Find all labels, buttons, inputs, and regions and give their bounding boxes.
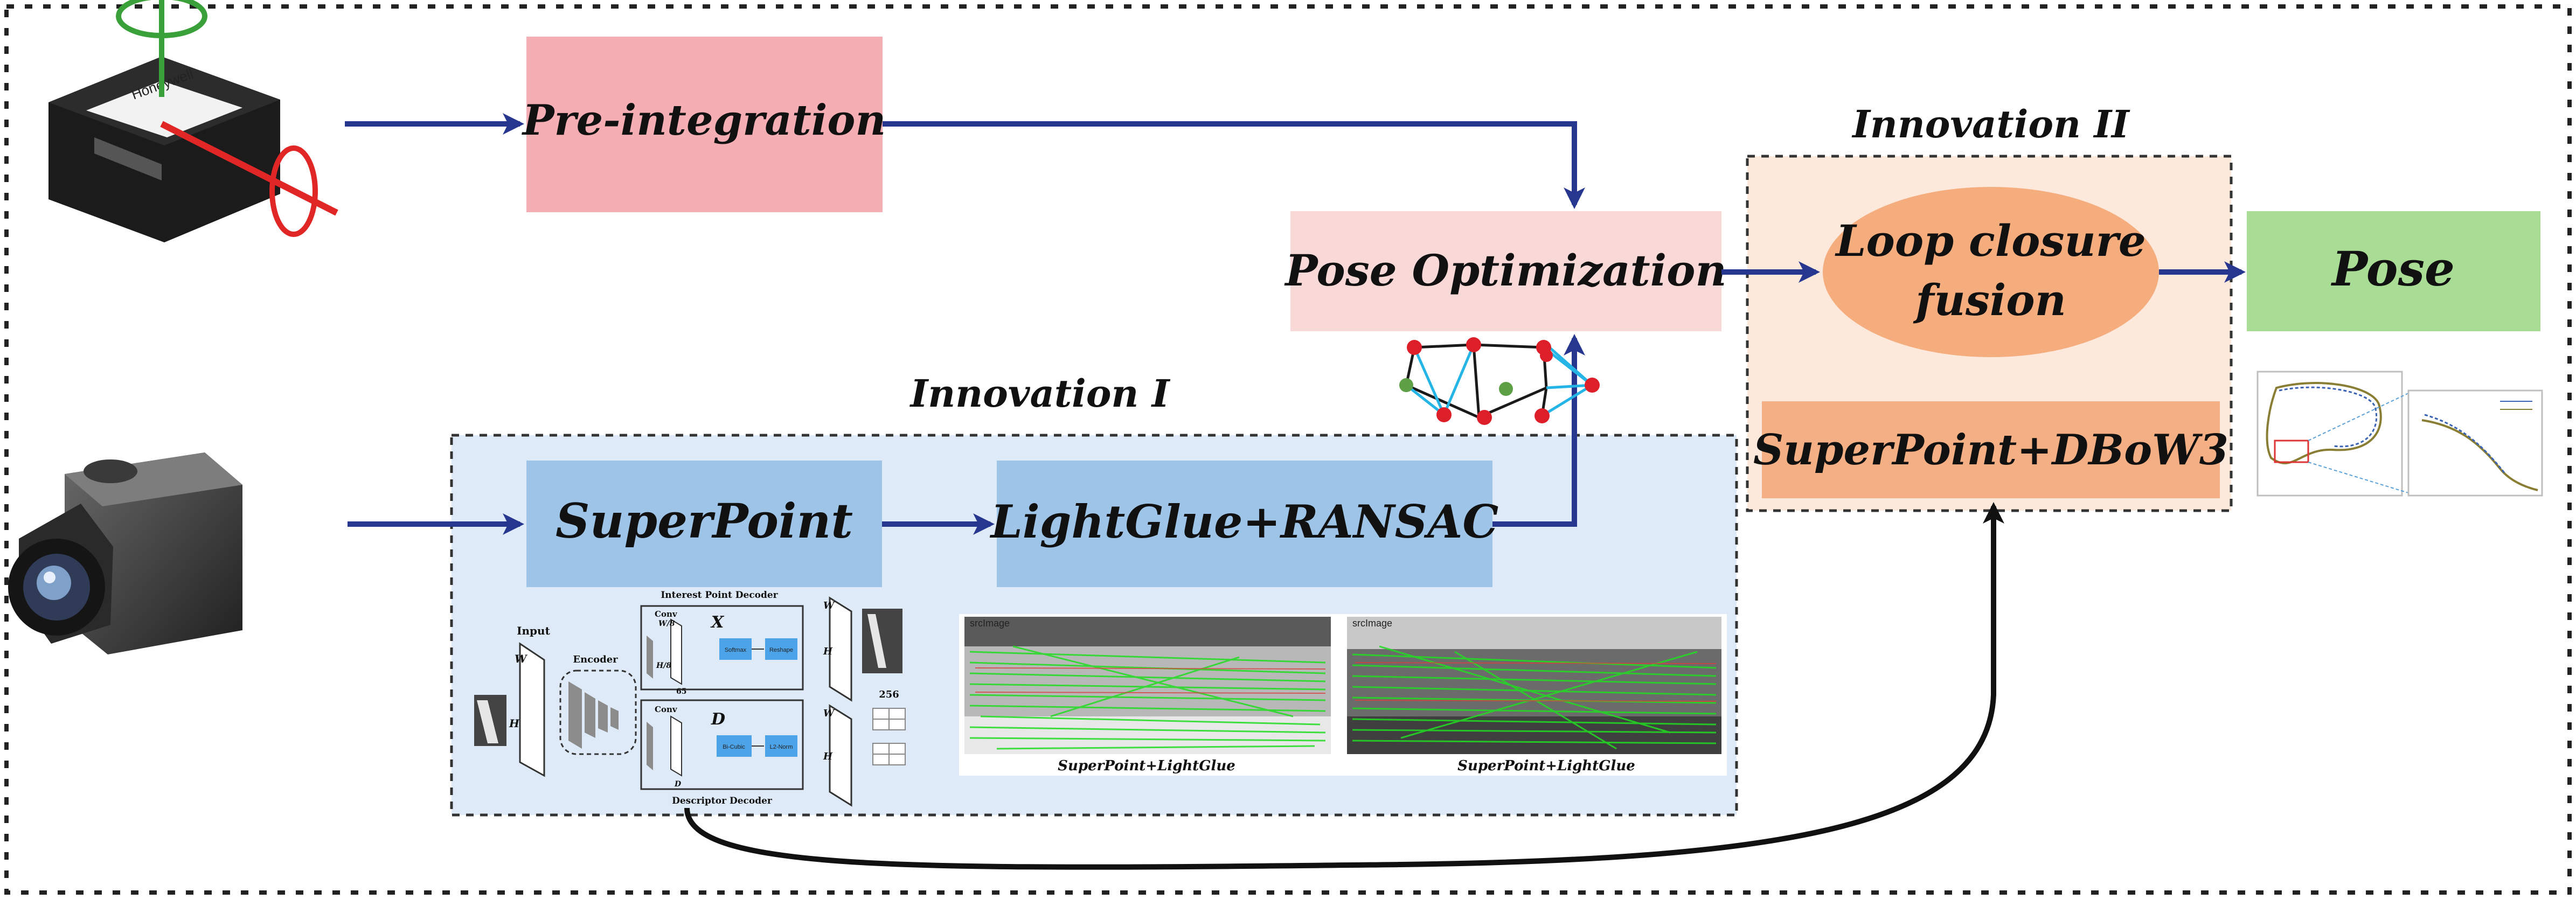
pose-box	[2247, 211, 2540, 331]
loop-closure-ellipse	[1823, 187, 2159, 357]
arch-h-out2: H	[823, 751, 833, 762]
match-right-tag: srcImage	[1352, 618, 1392, 629]
arch-w-label: W	[515, 652, 528, 665]
match-right-caption: SuperPoint+LightGlue	[1457, 758, 1635, 774]
pose-optimization-box	[1290, 211, 1721, 331]
arch-d-label: D	[674, 780, 682, 789]
arrow-lightglue-to-pose-opt	[1492, 334, 1585, 527]
arch-chi-label: X	[710, 613, 725, 632]
arch-256-label: 256	[879, 689, 899, 700]
outer-frame	[4, 4, 2572, 895]
flow-arrows	[345, 113, 2246, 535]
arch-input-label: Input	[517, 624, 550, 637]
arrow-preintegration-to-pose-opt	[883, 121, 1585, 209]
preintegration-box	[526, 37, 883, 212]
superpoint-box	[526, 461, 882, 587]
dbow-label: SuperPoint+DBoW3	[1753, 426, 2228, 475]
arch-reshape-label: Reshape	[769, 647, 793, 653]
lightglue-box	[997, 461, 1492, 587]
arch-conv1-label: Conv	[655, 609, 678, 619]
match-left-tag: srcImage	[970, 618, 1010, 629]
arch-bicubic-label: Bi-Cubic	[723, 744, 745, 750]
trajectory-plot-icon	[2256, 371, 2543, 497]
match-left-caption: SuperPoint+LightGlue	[1058, 758, 1235, 774]
loop-closure-line1: Loop closure	[1835, 215, 2145, 266]
imu-sensor-icon: Honeywell	[48, 0, 338, 242]
lightglue-label: LightGlue+RANSAC	[990, 495, 1499, 548]
arch-descriptor-decoder-label: Descriptor Decoder	[672, 796, 773, 806]
arch-softmax-label: Softmax	[725, 647, 747, 653]
arch-l2norm-label: L2-Norm	[770, 744, 793, 750]
arch-encoder-label: Encoder	[573, 654, 618, 665]
arch-interest-decoder-label: Interest Point Decoder	[661, 590, 778, 601]
pose-optimization-label: Pose Optimization	[1284, 245, 1726, 296]
matching-results-panel: srcImage srcImage SuperPoint+LightGlue S…	[959, 614, 1727, 776]
arch-h-label: H	[509, 717, 520, 730]
preintegration-label: Pre-integration	[522, 96, 886, 145]
superpoint-label: SuperPoint	[556, 493, 853, 549]
arch-w8-label: W/8	[658, 619, 675, 628]
fisheye-camera-icon	[8, 452, 242, 654]
arch-conv2-label: Conv	[655, 705, 678, 714]
arrow-superpoint-to-dbow	[684, 502, 2004, 870]
pose-graph-icon	[1399, 337, 1600, 425]
arch-h-out1: H	[823, 646, 833, 657]
dbow-box	[1762, 401, 2220, 498]
innovation2-label: Innovation II	[1851, 102, 2130, 147]
pose-label: Pose	[2330, 241, 2455, 297]
superpoint-architecture: Input W H Encoder Interest Point Decoder…	[474, 590, 906, 807]
loop-closure-line2: fusion	[1913, 275, 2066, 325]
arch-dscript-label: D	[711, 710, 725, 729]
innovation1-label: Innovation I	[909, 371, 1171, 416]
arch-w-out1: W	[823, 600, 835, 611]
arch-h8-label: H/8	[656, 661, 671, 670]
arch-65-label: 65	[676, 687, 686, 696]
arch-w-out2: W	[823, 708, 835, 719]
